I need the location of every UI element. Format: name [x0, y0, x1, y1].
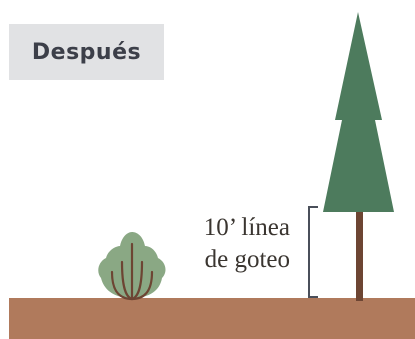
drip-line-label-line2: de goteo: [204, 246, 290, 273]
conifer-tree-icon: [323, 12, 394, 301]
tree-foliage: [323, 12, 394, 212]
drip-line-bracket: [308, 206, 318, 298]
shrub-stems: [110, 242, 154, 301]
after-badge: Después: [9, 24, 164, 80]
drip-line-label-line1: 10’ línea: [203, 214, 290, 241]
drip-line-label: 10’ línea de goteo: [160, 212, 290, 276]
ground-strip: [9, 298, 415, 339]
shrub-icon: [98, 232, 166, 301]
after-badge-label: Después: [31, 39, 142, 65]
tree-trunk: [356, 205, 363, 301]
